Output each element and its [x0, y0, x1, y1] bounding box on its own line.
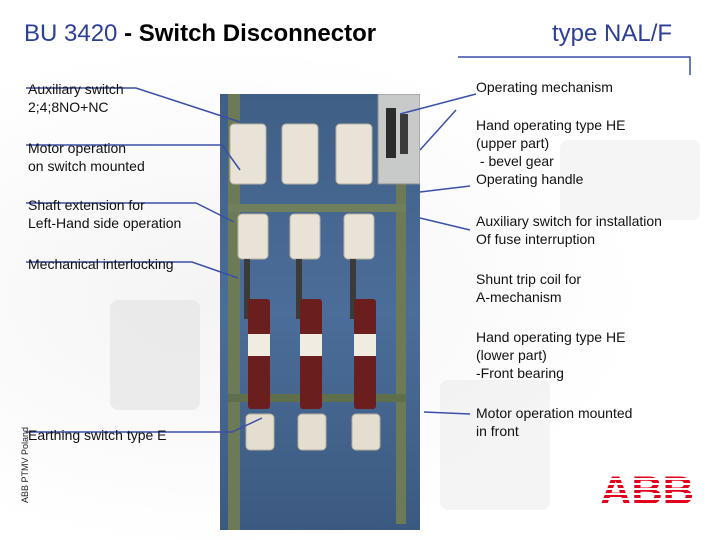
background-equipment-ghost	[110, 300, 200, 410]
side-note: ABB PTMV Poland	[20, 426, 30, 504]
abb-logo: ABB	[600, 469, 696, 515]
type-label: type NAL/F	[552, 20, 673, 47]
product-code: BU 3420	[24, 20, 118, 47]
page-title: BU 3420 - Switch Disconnector	[24, 20, 376, 48]
label-hand-operating-upper: Hand operating type HE (upper part) - be…	[476, 117, 626, 187]
switch-disconnector-illustration	[228, 94, 420, 530]
label-motor-front: Motor operation mounted in front	[476, 405, 633, 439]
title-text: - Switch Disconnector	[117, 20, 377, 47]
product-photo	[220, 94, 420, 530]
label-operating-mechanism: Operating mechanism	[476, 79, 613, 95]
background-equipment-ghost	[560, 140, 700, 220]
abb-logo-text: ABB	[600, 470, 694, 510]
label-shunt-trip: Shunt trip coil for A-mechanism	[476, 271, 582, 305]
label-motor-operation-switch: Motor operation on switch mounted	[28, 140, 145, 174]
label-auxiliary-fuse: Auxiliary switch for installation Of fus…	[476, 213, 662, 247]
label-hand-operating-lower: Hand operating type HE (lower part) -Fro…	[476, 329, 626, 381]
background-equipment-ghost	[440, 380, 550, 510]
label-shaft-extension: Shaft extension for Left-Hand side opera…	[28, 197, 182, 231]
label-earthing-switch: Earthing switch type E	[28, 427, 167, 443]
abb-logo-icon: ABB	[600, 469, 694, 513]
label-mechanical-interlocking: Mechanical interlocking	[28, 256, 174, 272]
label-auxiliary-switch: Auxiliary switch 2;4;8NO+NC	[28, 81, 124, 115]
